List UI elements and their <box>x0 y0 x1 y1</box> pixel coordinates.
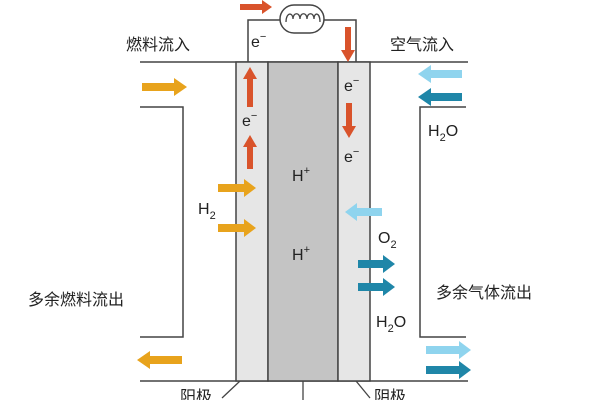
electron-label-wire: e− <box>251 31 266 51</box>
cathode-label: 阴极 <box>374 387 406 400</box>
fuel-flow-bracket <box>140 106 184 338</box>
proton-label-lower: H+ <box>292 244 310 264</box>
hydrogen-label: H2 <box>198 201 216 222</box>
cathode-electrode <box>337 61 371 382</box>
water-label-top: H2O <box>428 123 458 144</box>
water-label-bottom: H2O <box>376 314 406 335</box>
electron-arrow-icon <box>240 0 272 14</box>
electron-arrow-icon <box>243 67 257 107</box>
anode-label: 阳极 <box>180 387 212 400</box>
gas-out-label: 多余气体流出 <box>436 283 532 302</box>
air-in-label: 空气流入 <box>390 35 454 54</box>
water-arrow-icon <box>358 255 395 273</box>
hydrogen-arrow-icon <box>218 179 256 197</box>
cathode-leader-line <box>355 380 371 399</box>
air-in-arrow-icon <box>418 65 462 83</box>
proton-label-upper: H+ <box>292 165 310 185</box>
electrolyte-membrane <box>267 61 339 382</box>
anode-leader-line <box>221 380 241 399</box>
electron-arrow-icon <box>342 103 356 138</box>
electron-label-anode: e− <box>242 110 257 130</box>
water-arrow-icon <box>418 88 462 106</box>
fuel-out-arrow-icon <box>137 351 182 369</box>
water-arrow-icon <box>426 361 471 379</box>
electron-arrow-icon <box>243 135 257 169</box>
electron-label-cathode-top: e− <box>344 75 359 95</box>
anode-electrode <box>235 61 269 382</box>
gas-flow-bracket <box>419 106 466 338</box>
fuel-in-arrow-icon <box>142 78 187 96</box>
water-arrow-icon <box>358 278 395 296</box>
gas-out-arrow-icon <box>426 341 471 359</box>
fuel-out-label: 多余燃料流出 <box>28 290 124 309</box>
external-circuit-wire <box>247 19 357 62</box>
fuel-in-label: 燃料流入 <box>126 35 190 54</box>
oxygen-label: O2 <box>378 230 397 251</box>
electron-arrow-icon <box>341 27 355 62</box>
electron-label-cathode-bottom: e− <box>344 146 359 166</box>
oxygen-arrow-icon <box>345 203 382 221</box>
hydrogen-arrow-icon <box>218 219 256 237</box>
resistor-coil-icon <box>279 4 325 34</box>
